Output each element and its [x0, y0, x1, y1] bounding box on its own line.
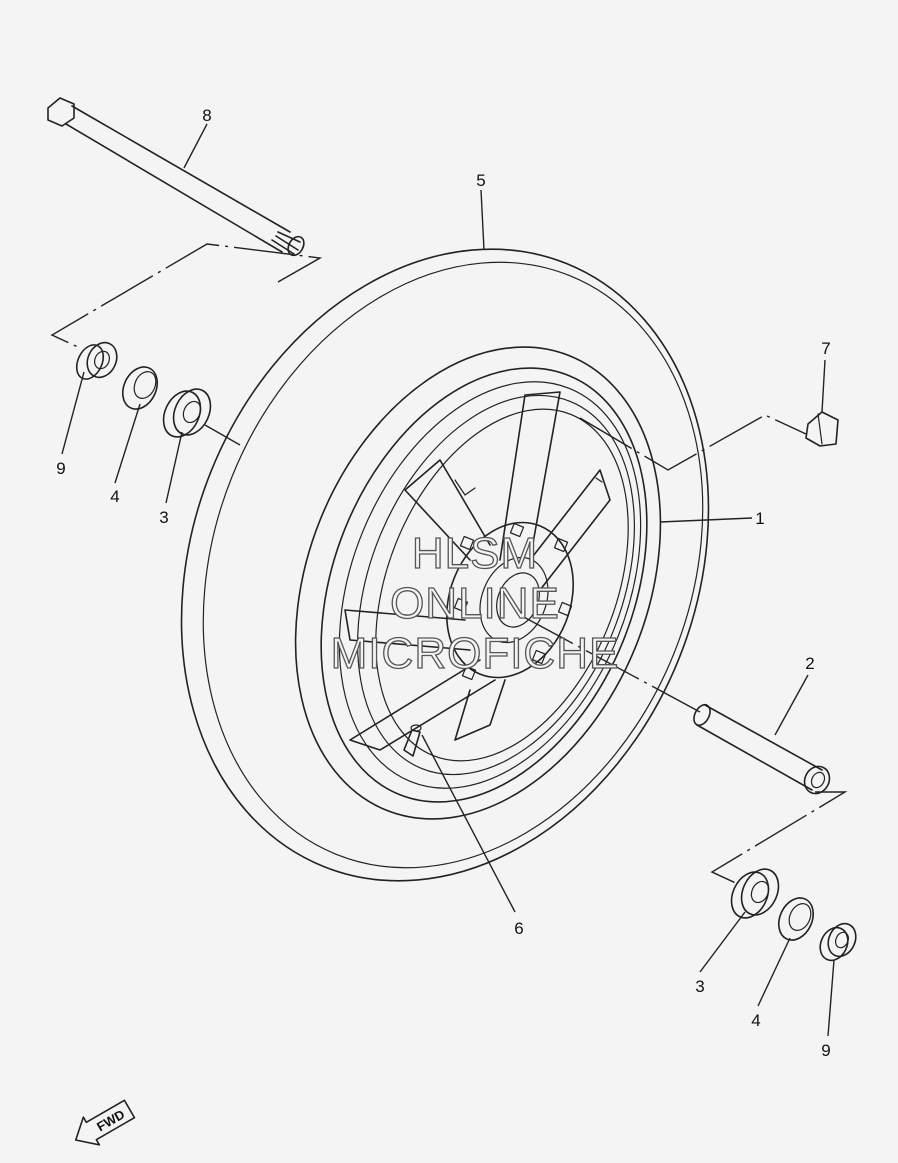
- watermark-line-3: MICROFICHE: [330, 629, 620, 678]
- callout-4-right: 4: [751, 1011, 760, 1030]
- right-oil-seal: [777, 897, 815, 941]
- callout-9-right: 9: [821, 1041, 830, 1060]
- axle: [47, 97, 305, 257]
- callout-1: 1: [755, 509, 764, 528]
- right-spacer: [819, 922, 857, 962]
- callout-7: 7: [821, 339, 830, 358]
- collar: [693, 703, 831, 795]
- left-oil-seal: [121, 366, 159, 410]
- callout-8: 8: [202, 106, 211, 125]
- watermark-line-1: HLSM: [411, 529, 539, 578]
- right-bearing: [730, 868, 780, 919]
- wheel-rim: [320, 367, 648, 803]
- leader-lines: [61, 123, 835, 1037]
- left-spacer: [75, 341, 118, 380]
- assembly-lines: [50, 243, 848, 886]
- forward-arrow: FWD: [74, 1099, 136, 1146]
- callout-2: 2: [805, 654, 814, 673]
- callout-6: 6: [514, 919, 523, 938]
- tire: [180, 248, 710, 882]
- callout-4-left: 4: [110, 487, 119, 506]
- forward-label: FWD: [94, 1107, 127, 1135]
- callout-5: 5: [476, 171, 485, 190]
- callout-3-left: 3: [159, 508, 168, 527]
- wheel-spokes: [344, 391, 611, 751]
- callout-9-left: 9: [56, 459, 65, 478]
- clip: [805, 411, 839, 447]
- valve: [403, 724, 422, 757]
- left-bearing: [162, 388, 212, 438]
- callout-3-right: 3: [695, 977, 704, 996]
- wheel-hub: [446, 521, 574, 681]
- watermark-line-2: ONLINE: [389, 579, 560, 628]
